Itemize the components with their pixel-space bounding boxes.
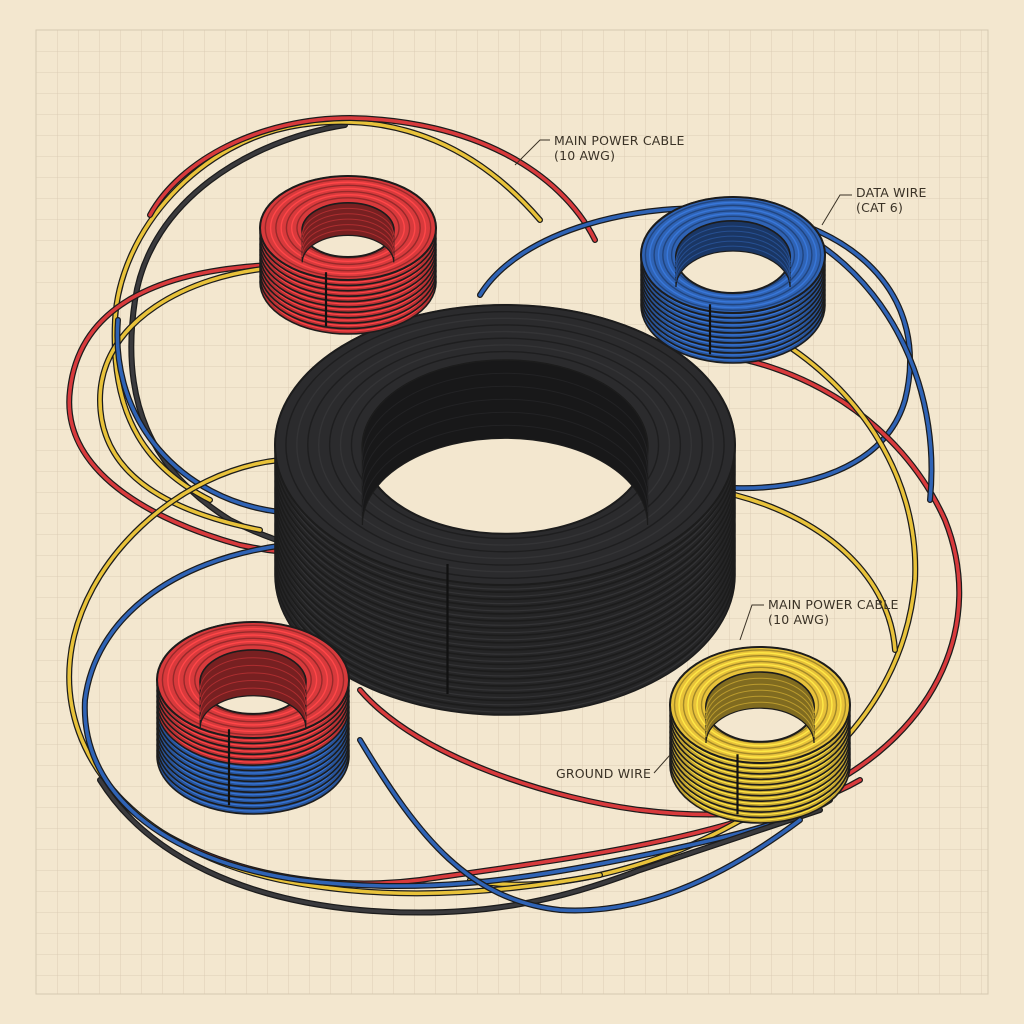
coils xyxy=(156,175,851,824)
leader-lines xyxy=(514,139,852,774)
yellow-coil xyxy=(669,646,851,824)
leader-ground-wire xyxy=(653,754,671,774)
label-main-power-right-line2: (10 AWG) xyxy=(768,612,830,627)
label-data-wire-line1: DATA WIRE xyxy=(856,185,927,200)
label-ground-wire: GROUND WIRE xyxy=(556,766,651,781)
label-main-power-right: MAIN POWER CABLE (10 AWG) xyxy=(768,597,899,627)
label-ground-wire-line1: GROUND WIRE xyxy=(556,766,652,781)
red-coil xyxy=(259,175,437,335)
leader-main-power-right xyxy=(739,604,764,641)
large-black-coil xyxy=(274,304,736,716)
label-data-wire: DATA WIRE (CAT 6) xyxy=(856,185,927,215)
red-blue-coil xyxy=(156,621,350,815)
leader-data-wire xyxy=(821,194,852,226)
label-main-power-top-line1: MAIN POWER CABLE xyxy=(554,133,685,148)
blue-coil xyxy=(640,196,826,364)
label-data-wire-line2: (CAT 6) xyxy=(856,200,904,215)
leader-main-power-top xyxy=(514,139,550,166)
label-main-power-right-line1: MAIN POWER CABLE xyxy=(768,597,899,612)
label-main-power-top: MAIN POWER CABLE (10 AWG) xyxy=(554,133,685,163)
label-main-power-top-line2: (10 AWG) xyxy=(554,148,616,163)
